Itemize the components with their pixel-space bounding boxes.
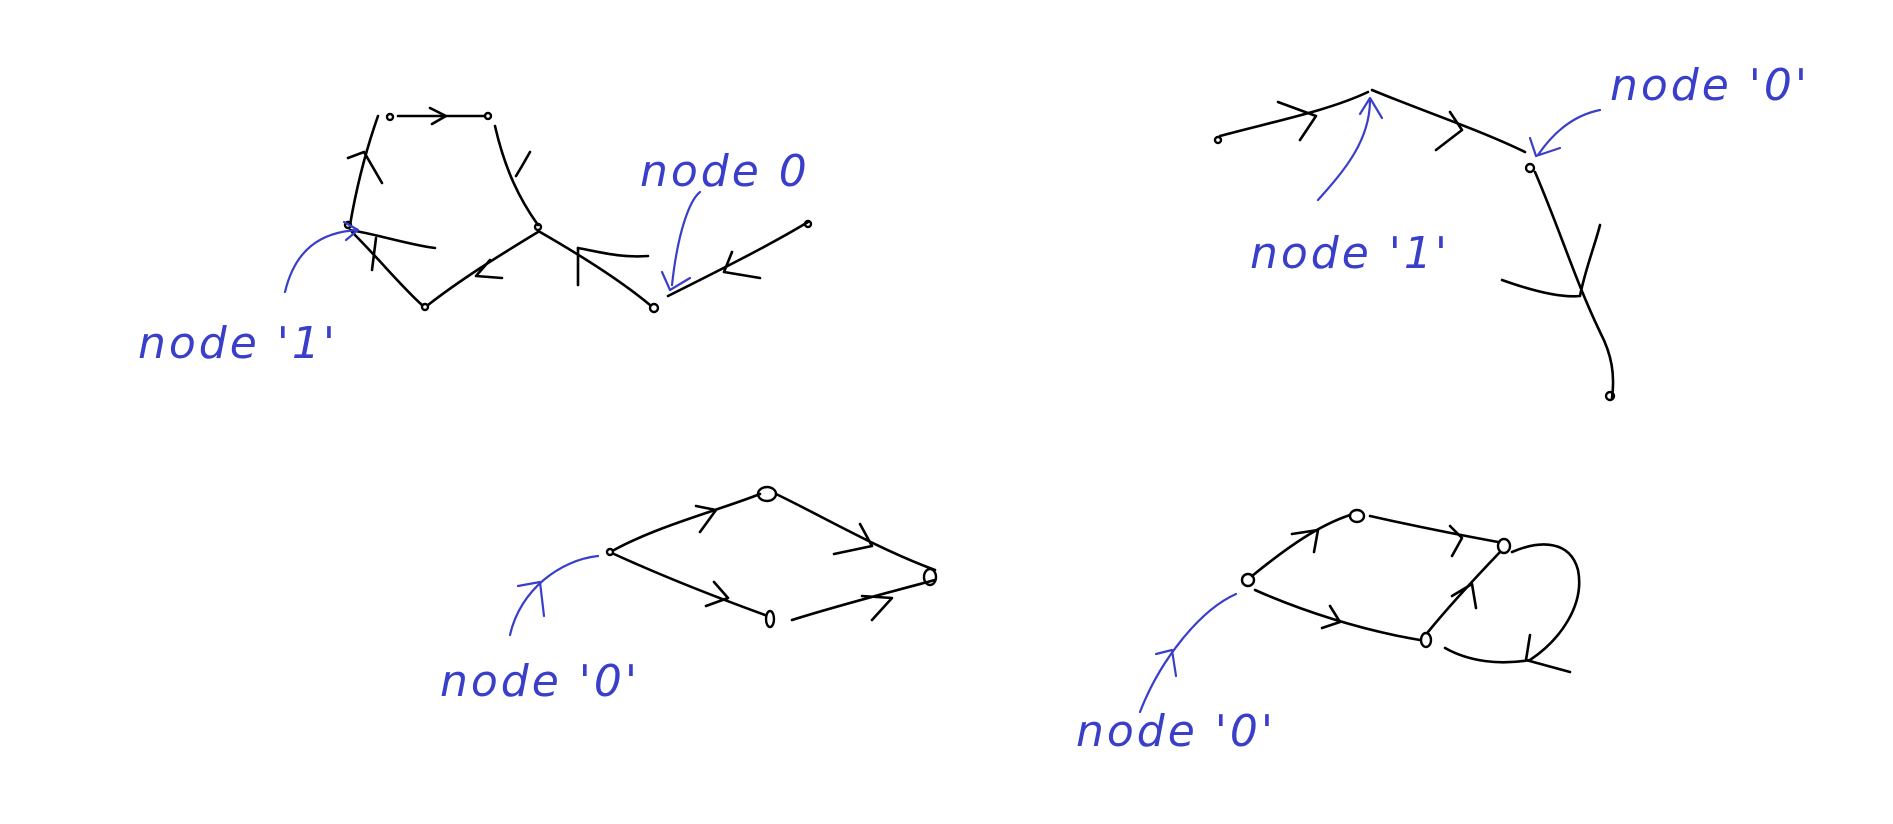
node-right: [922, 567, 938, 587]
edge-right: [493, 124, 540, 227]
node-bottom: [1419, 631, 1433, 649]
pointer-head: [342, 220, 360, 242]
node-far-right: [803, 219, 813, 229]
label-node-zero: node '0': [440, 656, 640, 707]
arrowhead: [346, 150, 384, 185]
edge-lower: [1253, 588, 1422, 642]
arrowhead: [832, 522, 874, 556]
label-node-zero: node 0: [640, 146, 810, 197]
edge-lower: [612, 552, 767, 617]
node-left: [1213, 135, 1223, 145]
arrowhead: [1500, 223, 1602, 298]
edge-n1-right: [348, 228, 437, 250]
edge-left: [348, 114, 380, 227]
pointer-head: [1528, 136, 1562, 158]
pointer-head: [516, 580, 546, 618]
edge-upper: [1250, 513, 1352, 578]
pointer-head: [660, 270, 692, 292]
graph-bottom-right: node '0': [1076, 508, 1581, 757]
pointer-node-zero: [1536, 108, 1602, 157]
node-top-a: [385, 112, 395, 122]
pointer-head: [1358, 96, 1384, 120]
graph-bottom-left: node '0': [440, 485, 938, 707]
edge-mid-right: [538, 230, 652, 307]
pointer-node-zero: [670, 190, 702, 287]
node-bottom-left: [420, 302, 430, 312]
label-node-zero: node '0': [1610, 60, 1810, 111]
arrowhead: [1524, 633, 1572, 674]
edge-bar: [576, 246, 650, 258]
edge-n1-down: [350, 230, 424, 307]
arrowhead: [474, 258, 504, 280]
graph-top-left: node 0 node '1': [138, 106, 813, 369]
arrowhead: [860, 594, 894, 622]
arrowhead: [1448, 524, 1464, 558]
arrowhead: [428, 106, 448, 126]
arrowhead: [1450, 582, 1478, 610]
node-zero: [1240, 572, 1256, 588]
arrowhead: [514, 150, 532, 178]
arrowhead: [704, 580, 730, 608]
node-zero: [605, 547, 615, 557]
node-right: [1496, 537, 1512, 555]
arrowhead: [1434, 110, 1464, 152]
pointer-node-one: [283, 228, 360, 294]
label-node-one: node '1': [138, 318, 338, 369]
node-middle: [533, 222, 543, 232]
label-node-zero: node '0': [1076, 706, 1276, 757]
edge-top-right: [1368, 514, 1500, 544]
edge-lower-right: [790, 578, 937, 622]
node-zero: [648, 302, 660, 314]
node-top-b: [483, 111, 493, 121]
edge-upper-right: [774, 492, 937, 572]
node-top: [1348, 508, 1366, 524]
arrowhead: [694, 504, 718, 534]
edge-upper: [612, 492, 762, 552]
arrowhead: [1290, 528, 1320, 554]
arrowhead: [1320, 604, 1342, 630]
pointer-node-zero: [1138, 592, 1238, 714]
node-bottom: [1604, 390, 1616, 402]
arrowhead: [1276, 100, 1318, 142]
pointer-node-zero: [508, 554, 600, 637]
tick: [370, 236, 378, 272]
self-loop: [1443, 543, 1581, 664]
edge-mid-left: [426, 230, 540, 307]
pointer-head: [1154, 648, 1178, 678]
label-node-one: node '1': [1250, 228, 1450, 279]
edge-left: [1218, 90, 1370, 138]
node-zero: [1524, 162, 1536, 174]
edge-down: [1533, 170, 1615, 400]
edge-n0-right: [666, 220, 810, 298]
edge-top: [1370, 88, 1527, 154]
pointer-node-one: [1316, 98, 1372, 202]
edge-diag: [1426, 550, 1502, 634]
arrowhead: [722, 250, 762, 280]
node-bottom: [764, 609, 776, 629]
graph-top-right: node '0' node '1': [1213, 60, 1810, 402]
